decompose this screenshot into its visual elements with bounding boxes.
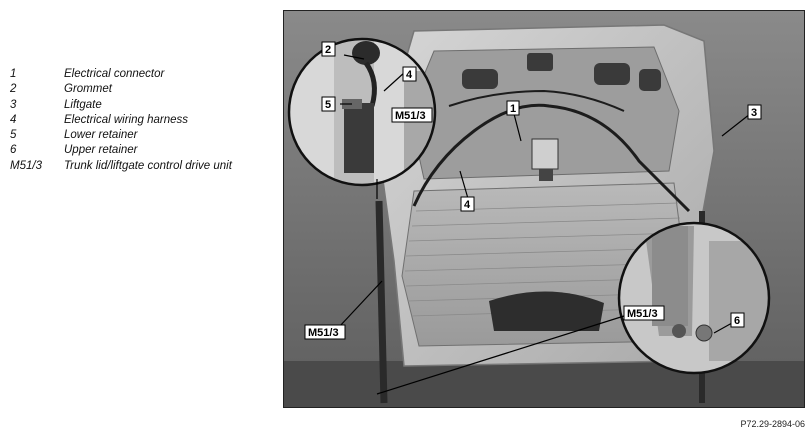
legend-key: 4 [10, 113, 17, 126]
legend-key: 1 [10, 68, 17, 80]
leader-lines [338, 54, 751, 395]
rear-trim [489, 291, 604, 331]
legend-text: Grommet [64, 83, 112, 96]
callout-2: 2 [321, 41, 336, 57]
drive-unit-left [375, 200, 388, 404]
svg-text:M51/3: M51/3 [395, 110, 426, 122]
legend-text: Liftgate [64, 98, 102, 111]
callout-m51-inset-right: M51/3 [623, 305, 665, 321]
callout-m51-main: M51/3 [304, 324, 346, 340]
inset-right-ring [617, 221, 771, 375]
wiring-harness [412, 103, 691, 213]
photo-illustration: 1 2 3 4 4 5 6 M51/3 [284, 11, 804, 407]
figure-code: P72.29-2894-06 [740, 419, 805, 429]
svg-text:3: 3 [751, 107, 757, 119]
connector-plug [539, 169, 553, 181]
photo-figure: 1 2 3 4 4 5 6 M51/3 [283, 10, 805, 408]
callout-m51-inset-left: M51/3 [391, 107, 433, 123]
svg-text:6: 6 [734, 315, 740, 327]
floor-shadow [284, 361, 804, 407]
legend-text: Lower retainer [64, 129, 138, 142]
callout-6: 6 [730, 312, 745, 328]
legend-key: 6 [10, 144, 17, 157]
callout-4-inset: 4 [402, 66, 417, 82]
frame-openings [462, 53, 661, 91]
legend-key: M51/3 [10, 159, 42, 172]
legend-key: 2 [10, 83, 17, 96]
electrical-connector [531, 138, 559, 170]
callout-1: 1 [506, 100, 520, 116]
legend-text: Upper retainer [64, 144, 138, 157]
legend-text: Electrical connector [64, 68, 165, 80]
svg-text:M51/3: M51/3 [627, 308, 658, 320]
svg-text:4: 4 [464, 199, 471, 211]
legend-key: 3 [10, 98, 17, 111]
svg-text:5: 5 [325, 99, 331, 111]
callout-3: 3 [747, 104, 762, 120]
svg-text:M51/3: M51/3 [308, 327, 339, 339]
svg-text:1: 1 [510, 103, 516, 115]
legend-text: Electrical wiring harness [64, 113, 188, 126]
legend-key: 5 [10, 129, 17, 142]
wiring-harness-upper [448, 89, 625, 112]
inset-left-ring [287, 37, 437, 187]
svg-text:2: 2 [325, 44, 331, 56]
svg-text:4: 4 [406, 69, 413, 81]
callout-4-main: 4 [460, 196, 475, 212]
callout-5: 5 [321, 96, 336, 112]
legend-text: Trunk lid/liftgate control drive unit [64, 159, 232, 172]
